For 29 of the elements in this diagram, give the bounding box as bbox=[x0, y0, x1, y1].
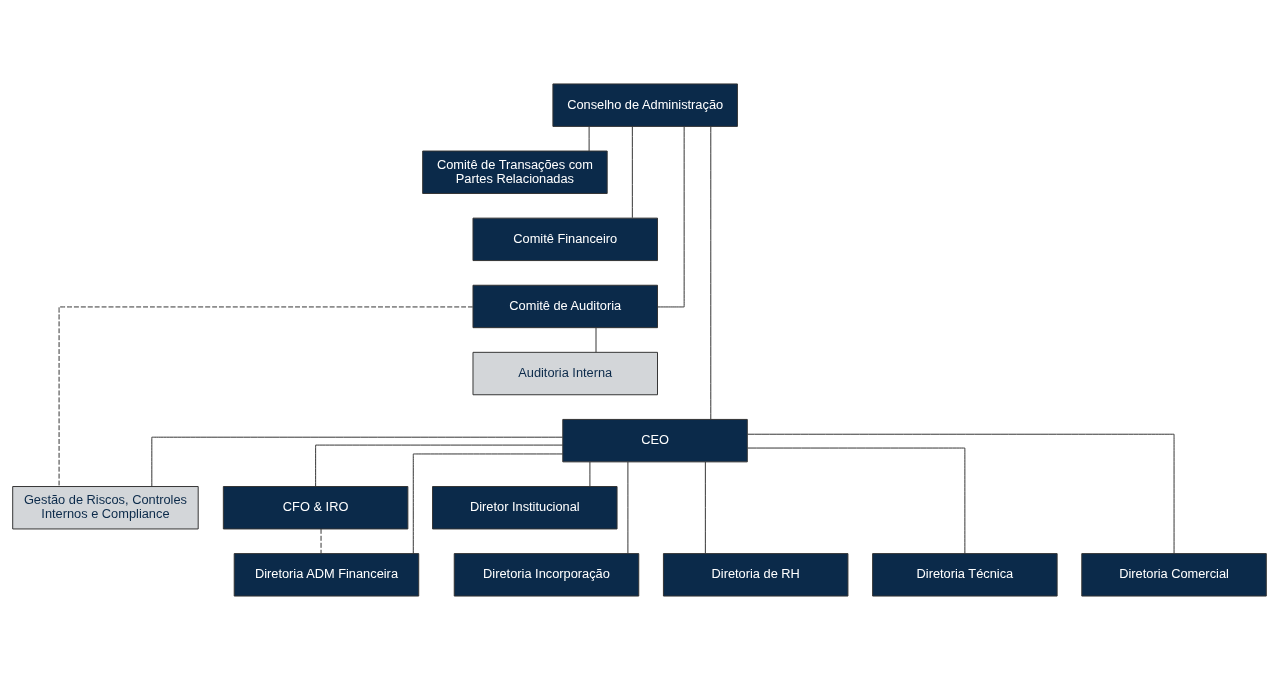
node-box: Diretor Institucional bbox=[432, 486, 618, 530]
node-box: CFO & IRO bbox=[222, 486, 409, 530]
node-box: Diretoria de RH bbox=[662, 553, 849, 597]
connector bbox=[710, 125, 712, 420]
node-box: Comitê Financeiro bbox=[472, 217, 658, 262]
node-box: Gestão de Riscos, Controles Internos e Compliance bbox=[12, 486, 199, 530]
node-box: Comitê de Auditoria bbox=[472, 284, 658, 329]
node-box: Diretoria Técnica bbox=[872, 553, 1058, 597]
connector bbox=[315, 444, 564, 487]
node-box: Diretoria Comercial bbox=[1081, 553, 1267, 597]
connector bbox=[588, 125, 590, 152]
node-box: CEO bbox=[562, 418, 748, 463]
node-box: Comitê de Transações com Partes Relacionadas bbox=[422, 150, 608, 194]
connector bbox=[58, 306, 474, 487]
connector bbox=[747, 433, 1175, 554]
node-box: Diretoria ADM Financeira bbox=[233, 553, 420, 597]
node-box: Diretoria Incorporação bbox=[453, 553, 640, 597]
connector bbox=[631, 125, 633, 219]
connector bbox=[412, 453, 564, 554]
connector bbox=[657, 126, 685, 308]
connector bbox=[747, 447, 966, 555]
connector bbox=[595, 327, 597, 353]
connector bbox=[589, 461, 591, 487]
connector bbox=[320, 528, 322, 554]
connector bbox=[627, 461, 629, 554]
connector bbox=[704, 461, 706, 554]
connector bbox=[151, 436, 564, 487]
node-box: Auditoria Interna bbox=[472, 351, 658, 396]
node-box: Conselho de Administração bbox=[552, 83, 738, 127]
